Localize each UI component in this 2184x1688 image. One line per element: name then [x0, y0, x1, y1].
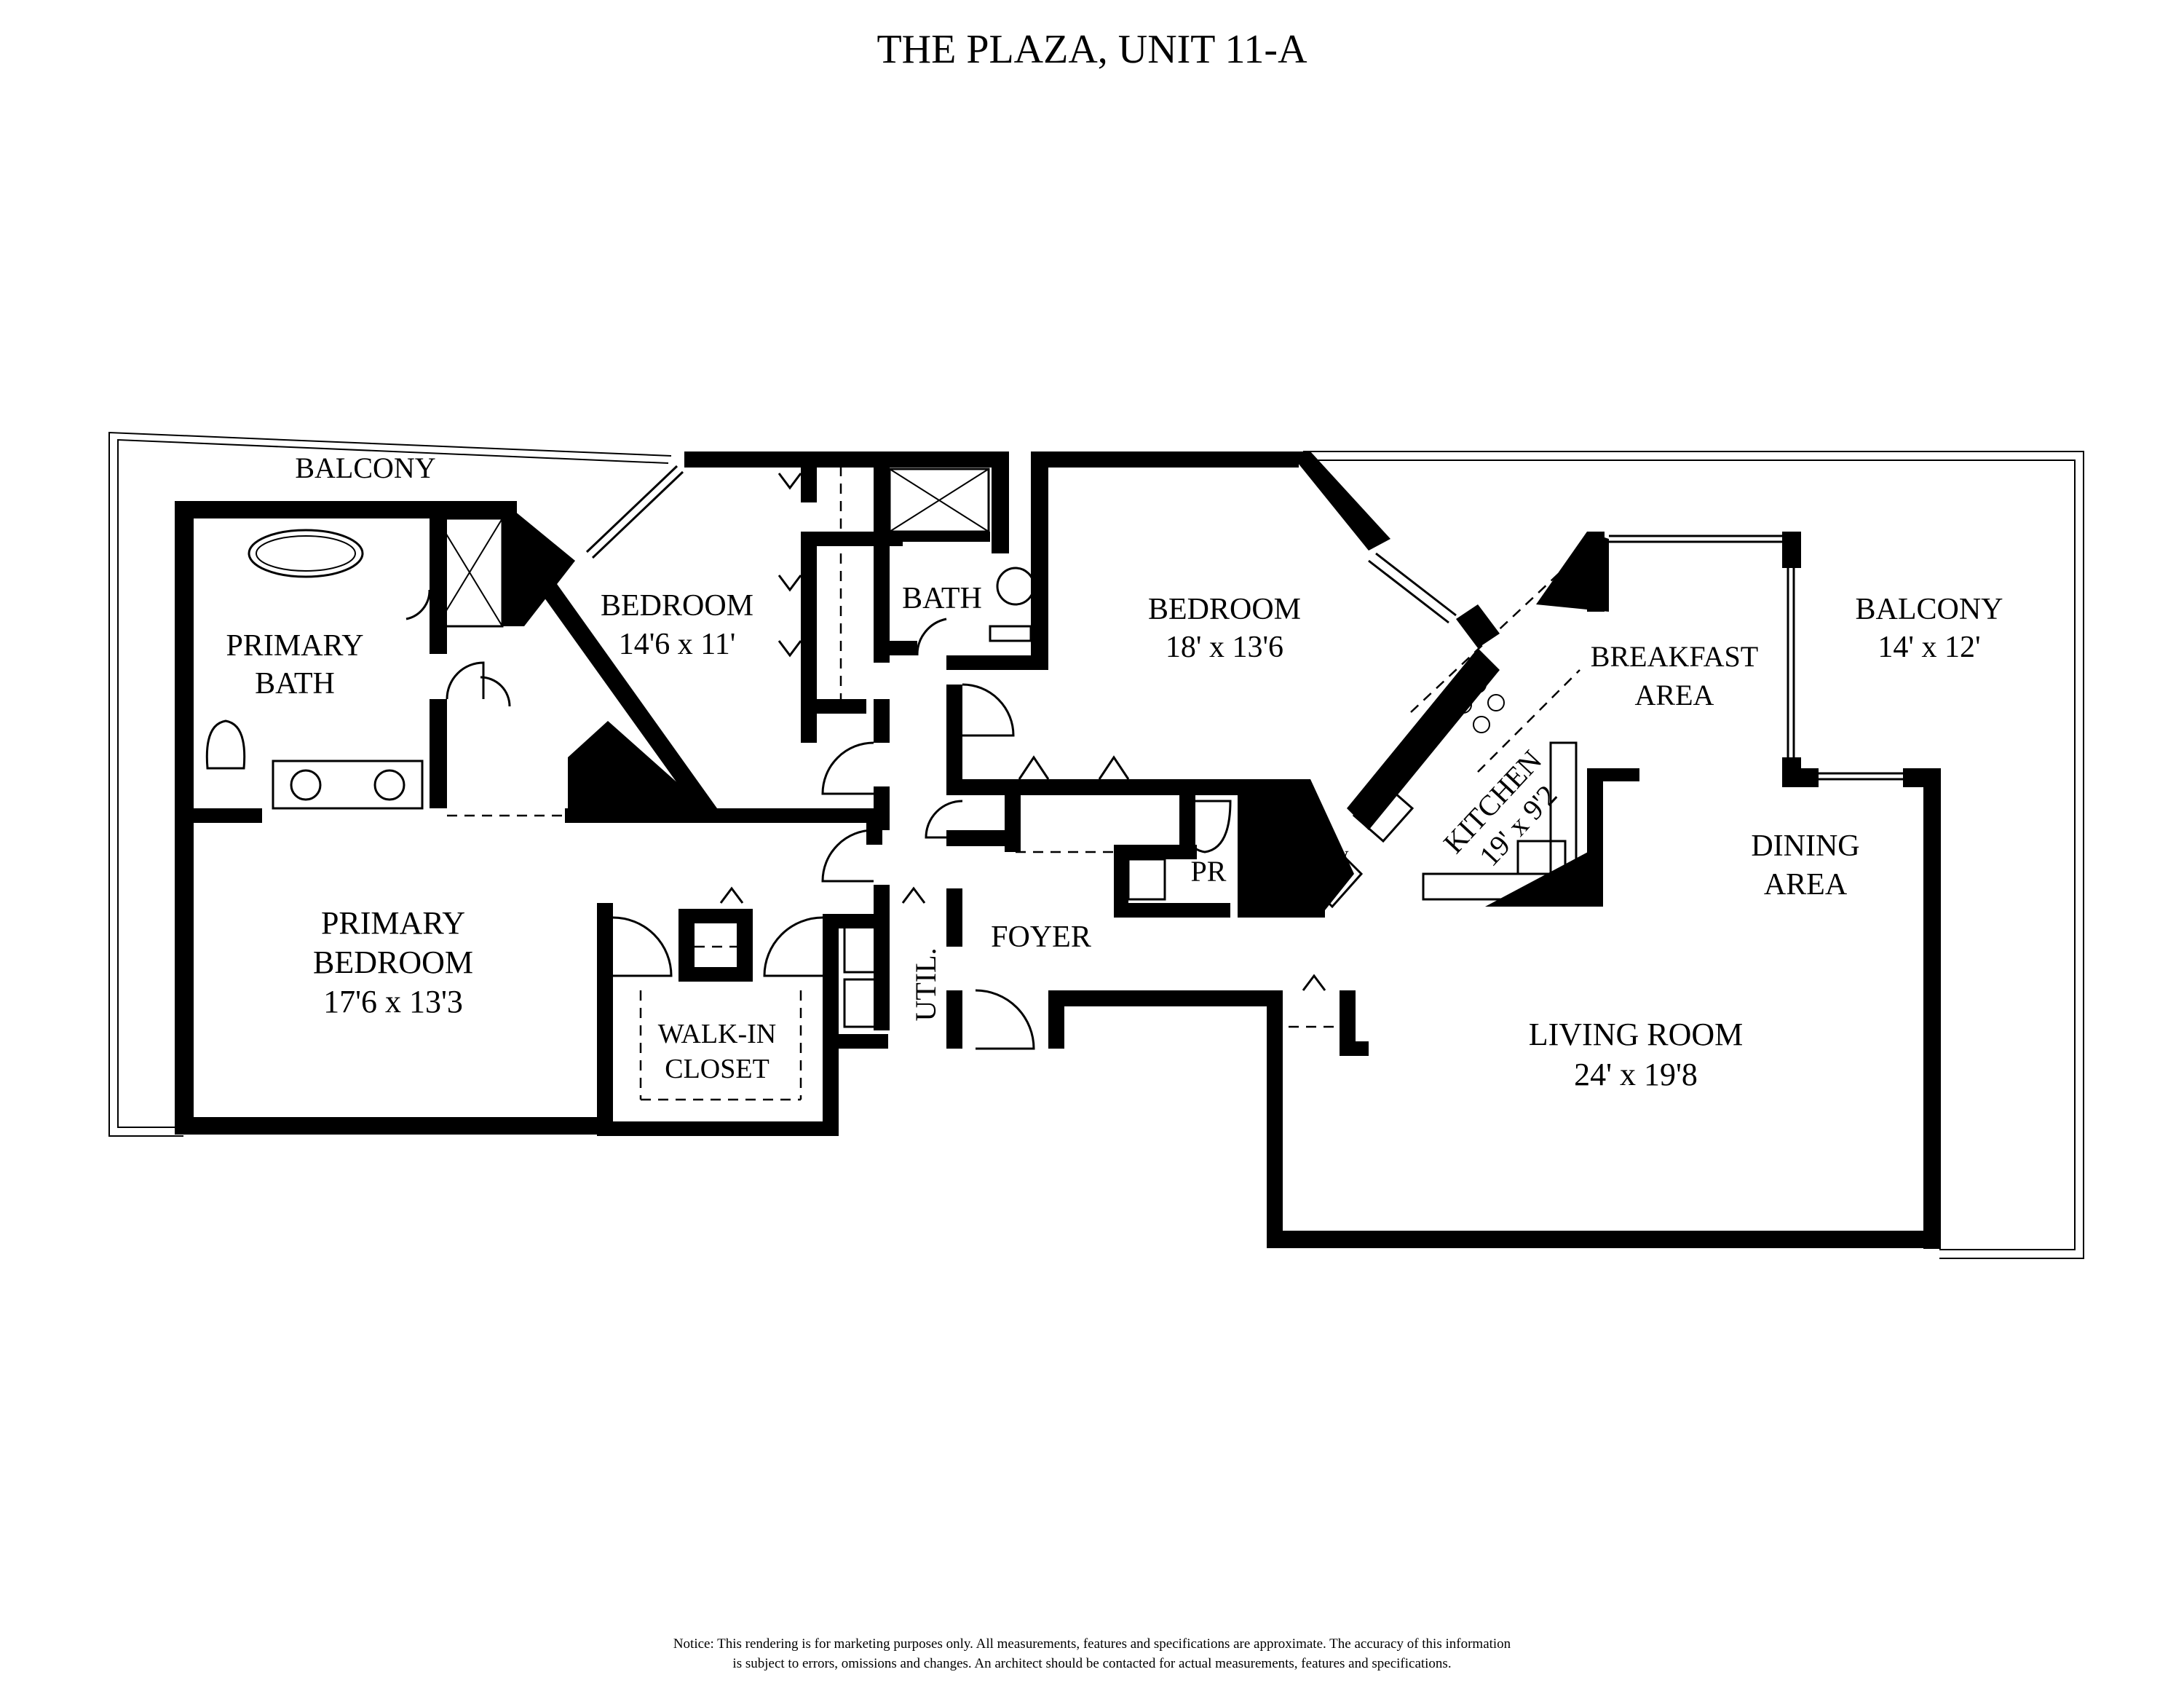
label-dining-1: DINING [1751, 829, 1859, 863]
label-util: UTIL. [909, 947, 942, 1021]
label-pr: PR [1191, 855, 1227, 888]
walls [175, 451, 1941, 1249]
label-balcony-right: BALCONY [1855, 593, 2003, 626]
label-bedroom-3: BEDROOM [1148, 593, 1301, 626]
label-primary-bath-2: BATH [255, 667, 335, 701]
shower-icon [888, 468, 990, 533]
toilet-icon [996, 567, 1035, 606]
label-primary-bedroom-size: 17'6 x 13'3 [323, 984, 463, 1019]
label-breakfast-1: BREAKFAST [1591, 640, 1758, 673]
notice-line-1: Notice: This rendering is for marketing … [673, 1636, 1511, 1652]
label-bedroom-2: BEDROOM [601, 589, 753, 623]
label-primary-bedroom-1: PRIMARY [321, 905, 465, 941]
dashed-lines [447, 466, 1580, 1101]
label-foyer: FOYER [991, 920, 1091, 954]
fixtures [205, 468, 1578, 1028]
label-breakfast-2: AREA [1635, 679, 1714, 711]
room-labels: BALCONY PRIMARY BATH BEDROOM 14'6 x 11' … [226, 451, 2003, 1092]
label-bedroom-3-size: 18' x 13'6 [1166, 631, 1283, 664]
toilet-icon [205, 719, 246, 770]
label-walk-in-2: CLOSET [665, 1054, 769, 1084]
balcony-outline-left [108, 431, 672, 1137]
cooktop-icon [1455, 676, 1505, 733]
balcony-outline-right [1303, 451, 2084, 1259]
shower-icon [435, 517, 504, 628]
notice-line-2: is subject to errors, omissions and chan… [732, 1656, 1451, 1671]
label-oven: OV [1324, 848, 1350, 867]
label-walk-in-1: WALK-IN [658, 1019, 777, 1049]
label-balcony-right-size: 14' x 12' [1878, 631, 1980, 664]
dryer-icon [843, 978, 890, 1028]
label-refrigerator: R [1378, 786, 1389, 805]
sink-icon [1127, 858, 1166, 901]
plan-title: THE PLAZA, UNIT 11-A [877, 27, 1307, 72]
vanity-icon [272, 760, 424, 810]
label-dining-2: AREA [1764, 868, 1848, 902]
oven-icon [1308, 850, 1364, 909]
label-primary-bath-1: PRIMARY [226, 629, 363, 663]
sink-icon [1516, 840, 1567, 875]
refrigerator-icon [1352, 781, 1415, 843]
label-balcony-left: BALCONY [295, 451, 435, 484]
toilet-icon [1181, 800, 1232, 853]
windows [181, 465, 1938, 1231]
label-living-room: LIVING ROOM [1529, 1017, 1744, 1052]
bathtub-icon [248, 529, 364, 578]
label-bedroom-2-size: 14'6 x 11' [619, 628, 736, 661]
label-bath: BATH [902, 582, 982, 615]
door-swings [405, 473, 1326, 1050]
label-living-room-size: 24' x 19'8 [1574, 1057, 1698, 1092]
washer-icon [843, 923, 890, 974]
label-primary-bedroom-2: BEDROOM [313, 944, 473, 980]
